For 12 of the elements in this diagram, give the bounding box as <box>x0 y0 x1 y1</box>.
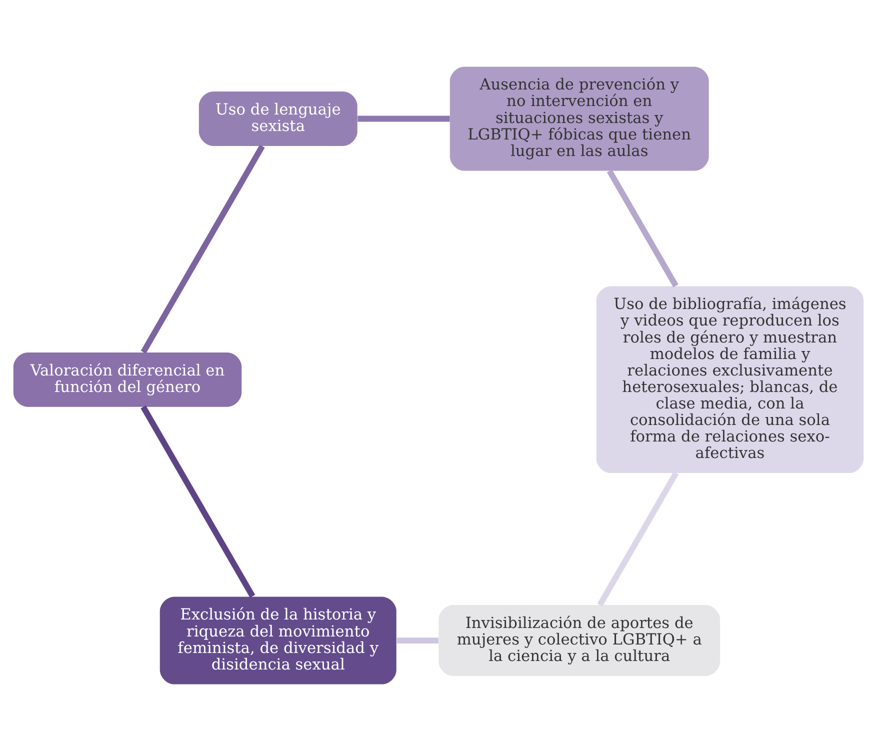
connector <box>396 638 438 644</box>
node-box: Uso de lenguaje sexista <box>198 92 358 146</box>
node-box: Valoración diferencial en función del género <box>13 352 242 407</box>
node-box: Invisibilización de aportes de mujeres y colectivo LGBTIQ+ a la ciencia y a la cultura <box>438 605 720 676</box>
connector <box>140 144 265 354</box>
connector <box>597 472 679 607</box>
node-box: Ausencia de prevención y no intervención en situaciones sexistas y LGBTIQ+ fóbicas que tienen lugar en las aulas <box>450 66 709 171</box>
node-box: Uso de bibliografía, imágenes y videos que reproducen los roles de género y muestran modelos de familia y relaciones exclusivamente heterosexuales; blancas, de clase media, con la consolidación de una sola forma de relaciones sexo-afectivas <box>596 286 864 474</box>
connector <box>606 169 678 288</box>
connector <box>140 405 256 598</box>
node-box: Exclusión de la historia y riqueza del movimiento feminista, de diversidad y disidencia sexual <box>160 596 396 684</box>
connector <box>358 116 450 122</box>
